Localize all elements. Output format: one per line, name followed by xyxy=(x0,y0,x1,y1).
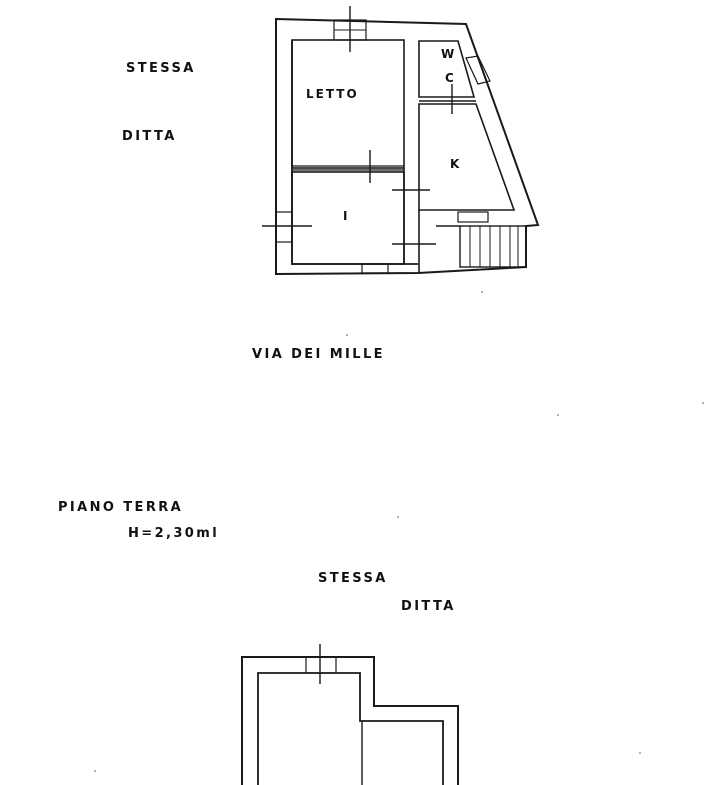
lower-outer-wall xyxy=(241,656,459,785)
room-label-c: C xyxy=(445,71,456,85)
street-label: VIA DEI MILLE xyxy=(252,347,385,362)
room-label-i: I xyxy=(343,209,350,223)
room-label-k: K xyxy=(450,157,462,171)
neighbor-label-bottom-1: STESSA xyxy=(318,571,388,586)
stairs-outline xyxy=(459,225,527,268)
upper-inner-wall xyxy=(291,40,418,265)
neighbor-label-bottom-2: DITTA xyxy=(401,599,456,614)
upper-plan xyxy=(262,6,540,276)
room-letto-outline xyxy=(291,39,405,169)
neighbor-label-top-1: STESSA xyxy=(126,61,196,76)
height-label: H=2,30ml xyxy=(128,526,220,541)
scan-specks xyxy=(94,291,704,772)
room-label-w: W xyxy=(441,47,457,61)
neighbor-label-top-2: DITTA xyxy=(122,129,177,144)
upper-outer-wall xyxy=(275,17,540,276)
lower-plan xyxy=(241,644,459,785)
room-k-outline xyxy=(418,103,516,211)
room-wc-outline xyxy=(418,40,476,98)
lower-inner-wall xyxy=(257,672,444,785)
floor-label: PIANO TERRA xyxy=(58,500,184,515)
room-label-letto: LETTO xyxy=(306,87,359,101)
